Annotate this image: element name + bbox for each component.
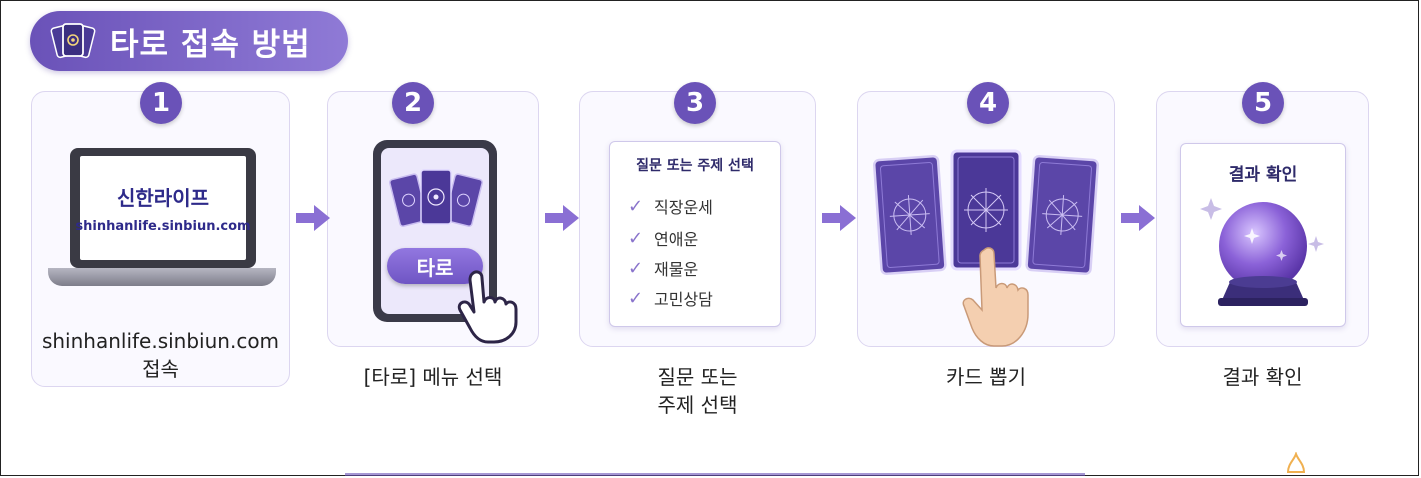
step-number-1: 1 [140,82,182,124]
step-caption-4: 카드 뽑기 [857,363,1115,391]
step-caption-1: shinhanlife.sinbiun.com 접속 [31,327,290,383]
brand-name: 신한라이프 [117,186,209,210]
caption-line: 주제 선택 [657,393,738,417]
caption-line: 카드 뽑기 [946,365,1026,389]
arrow-right-icon [1121,205,1155,231]
check-icon: ✓ [628,257,644,279]
question-panel-title: 질문 또는 주제 선택 [636,158,754,174]
topic-option[interactable]: ✓ 직장운세 [628,194,713,218]
topic-option-label: 연애운 [654,230,699,249]
check-icon: ✓ [628,287,644,309]
step-caption-3: 질문 또는 주제 선택 [579,363,816,419]
page-title: 타로 접속 방법 [110,26,311,63]
step-number-5: 5 [1242,82,1284,124]
topic-option[interactable]: ✓ 연애운 [628,226,698,250]
arrow-right-icon [296,205,330,231]
result-panel-title: 결과 확인 [1228,165,1298,185]
topic-option-label: 직장운세 [654,198,713,217]
caption-line: [타로] 메뉴 선택 [363,365,503,389]
arrow-right-icon [545,205,579,231]
bottom-divider [345,473,1085,476]
site-url: shinhanlife.sinbiun.com [75,219,251,234]
tarot-cards-icon [50,23,96,59]
pointing-hand-icon [457,270,518,344]
topic-option[interactable]: ✓ 재물운 [628,256,698,280]
step-caption-2: [타로] 메뉴 선택 [310,363,556,391]
step-number-3: 3 [674,82,716,124]
topic-option-label: 고민상담 [654,290,713,309]
caption-line: 접속 [142,357,179,381]
arrow-right-icon [822,205,856,231]
topic-option-label: 재물운 [654,260,699,279]
caption-line: shinhanlife.sinbiun.com [41,329,280,353]
check-icon: ✓ [628,195,644,217]
tarot-cards-fan-icon [389,169,483,227]
topic-option[interactable]: ✓ 고민상담 [628,286,713,310]
title-banner: 타로 접속 방법 [30,11,348,71]
laptop-screen: 신한라이프 shinhanlife.sinbiun.com [70,148,256,268]
tarot-menu-button[interactable]: 타로 [387,248,483,284]
check-icon: ✓ [628,227,644,249]
crystal-ball-icon [1200,198,1324,306]
question-panel: 질문 또는 주제 선택 ✓ 직장운세 ✓ 연애운 ✓ 재물운 ✓ 고민상담 [609,141,781,327]
pointing-hand-icon [962,247,1029,347]
tarot-spread-icon [872,149,1100,276]
laptop-base [48,268,276,286]
step-number-2: 2 [392,82,434,124]
caption-line: 질문 또는 [657,365,738,389]
step-number-4: 4 [967,82,1009,124]
caption-line: 결과 확인 [1222,365,1303,389]
laptop-display: 신한라이프 shinhanlife.sinbiun.com [75,156,251,260]
flame-icon [1286,452,1306,473]
step-caption-5: 결과 확인 [1156,363,1369,391]
